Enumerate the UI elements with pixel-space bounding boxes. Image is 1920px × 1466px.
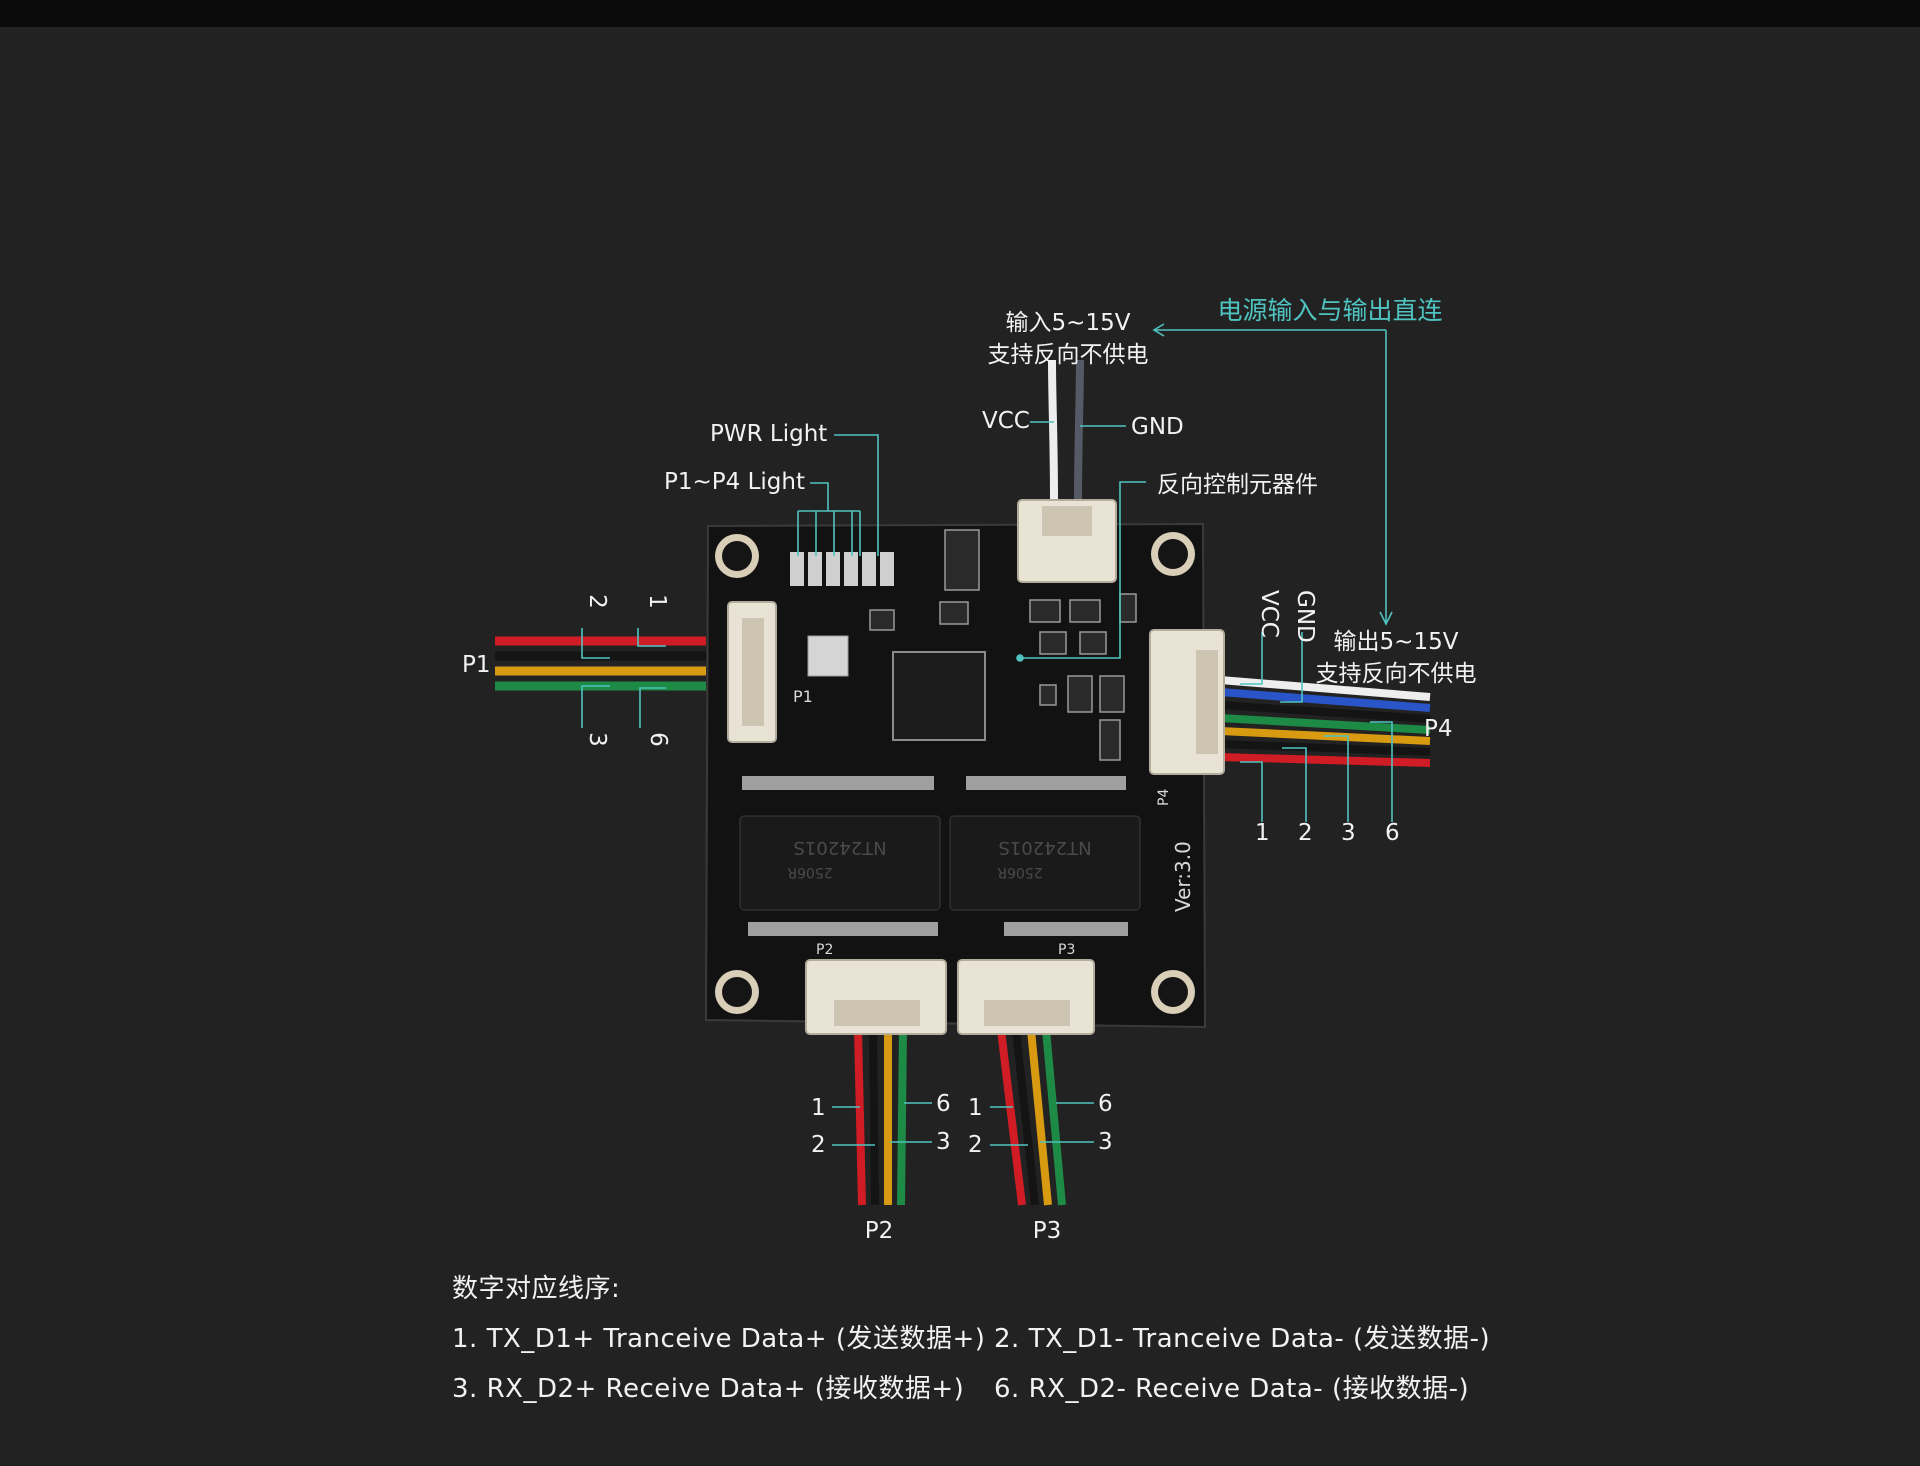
p1-wires: [495, 636, 706, 691]
connector-p1: [727, 601, 777, 743]
p3-pin-3: 3: [1098, 1129, 1113, 1155]
p3-pin-2: 2: [968, 1132, 983, 1158]
chip-label-left: NT24201S: [793, 837, 886, 858]
p1-pin-2: 2: [583, 594, 610, 609]
chip-sublabel-right: 2506R: [997, 864, 1043, 880]
silk-p4: P4: [1156, 789, 1172, 806]
legend-row2-right: 6. RX_D2- Receive Data- (接收数据-): [994, 1374, 1470, 1404]
p4-pin-1: 1: [1255, 820, 1270, 846]
power-direct-annotation: 电源输入与输出直连: [1217, 296, 1443, 325]
p4-pin-6: 6: [1385, 820, 1400, 846]
leader-lines: [581, 323, 1393, 1146]
pcb-board: NT24201S NT24201S 2506R 2506R P1 P2 P3 P…: [704, 522, 1207, 1029]
p2-pin-2: 2: [811, 1132, 826, 1158]
legend-heading: 数字对应线序:: [452, 1274, 621, 1304]
p4-pin-3: 3: [1341, 820, 1356, 846]
connector-p2: [805, 959, 947, 1035]
p3-pin-1: 1: [968, 1095, 983, 1121]
p4-pin-2: 2: [1298, 820, 1313, 846]
legend-row2-left: 3. RX_D2+ Receive Data+ (接收数据+): [452, 1374, 965, 1404]
p1-pin-3: 3: [583, 732, 610, 747]
transformer-chip-left: [739, 776, 941, 936]
p2-wires: [854, 1029, 907, 1206]
port-p3-label: P3: [1032, 1218, 1062, 1244]
power-output-label: 输出5~15V 支持反向不供电: [1316, 627, 1477, 690]
silk-p3: P3: [1058, 942, 1075, 958]
power-input-wires: [1048, 359, 1084, 501]
power-output-line1: 输出5~15V: [1333, 629, 1459, 655]
vcc-input-label: VCC: [982, 408, 1030, 434]
connector-p3: [957, 959, 1095, 1035]
power-input-line1: 输入5~15V: [1005, 310, 1131, 336]
crystal: [807, 635, 849, 677]
p1-pin-6: 6: [644, 732, 671, 747]
reverse-component-label: 反向控制元器件: [1157, 472, 1318, 498]
power-output-line2: 支持反向不供电: [1315, 660, 1477, 687]
silk-p2: P2: [816, 942, 833, 958]
smd-components: [869, 529, 1137, 761]
mounting-holes: [715, 532, 1195, 1014]
p2-pin-6: 6: [936, 1091, 951, 1117]
legend-row1-right: 2. TX_D1- Tranceive Data- (发送数据-): [994, 1324, 1491, 1354]
port-p4-label: P4: [1424, 716, 1453, 742]
port-p2-label: P2: [864, 1218, 894, 1244]
main-ic: [892, 651, 986, 741]
connector-power: [1017, 499, 1117, 583]
transformer-chip-right: [949, 776, 1141, 936]
chip-label-right: NT24201S: [998, 837, 1091, 858]
top-bar: [0, 0, 1920, 27]
vcc-output-label: VCC: [1256, 590, 1282, 638]
power-input-line2: 支持反向不供电: [987, 341, 1149, 368]
pwr-light-label: PWR Light: [710, 421, 828, 447]
port-lights-label: P1~P4 Light: [664, 469, 805, 495]
chip-sublabel-left: 2506R: [787, 864, 833, 880]
power-input-label: 输入5~15V 支持反向不供电: [988, 308, 1149, 371]
connector-p4: [1149, 629, 1225, 775]
p4-wires: [1219, 676, 1431, 767]
legend-row1-left: 1. TX_D1+ Tranceive Data+ (发送数据+): [452, 1324, 986, 1354]
p1-pin-1: 1: [643, 594, 670, 609]
p2-pin-1: 1: [811, 1095, 826, 1121]
port-p1-label: P1: [462, 652, 491, 678]
p3-pin-6: 6: [1098, 1091, 1113, 1117]
p2-pin-3: 3: [936, 1129, 951, 1155]
p3-wires: [997, 1029, 1066, 1206]
silk-p1: P1: [793, 687, 813, 706]
gnd-input-label: GND: [1131, 414, 1184, 440]
board-version: Ver:3.0: [1171, 841, 1195, 912]
gnd-output-label: GND: [1292, 590, 1318, 643]
led-row: [790, 552, 894, 586]
